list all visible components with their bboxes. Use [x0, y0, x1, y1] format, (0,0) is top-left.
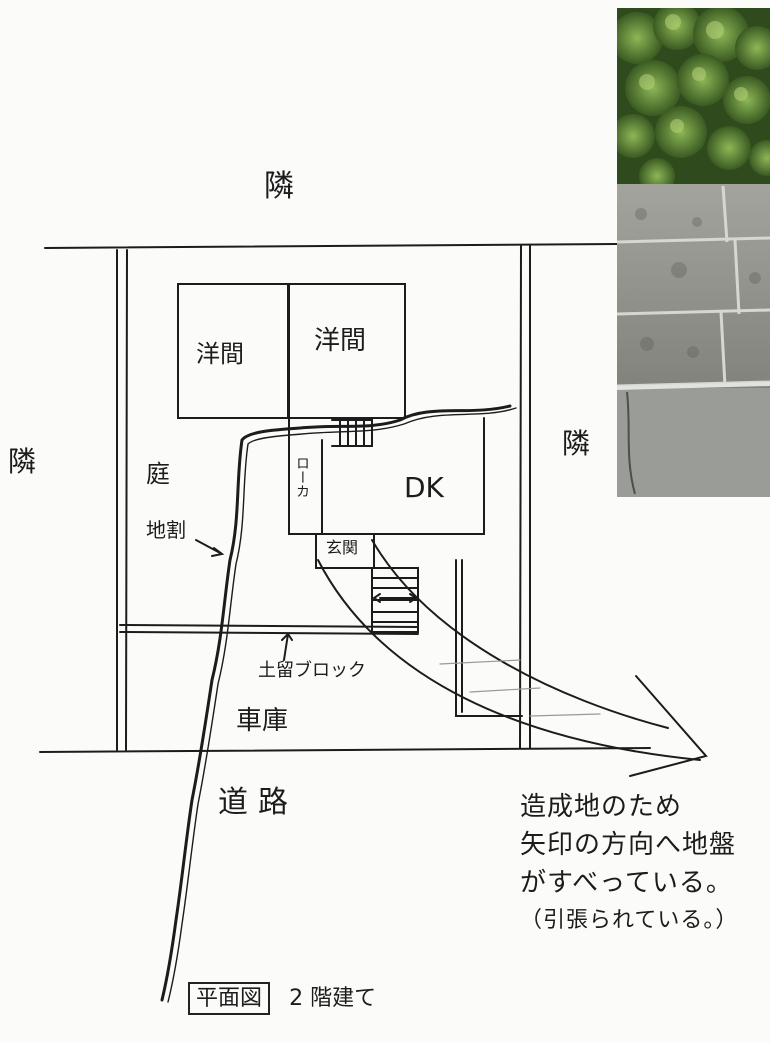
retaining-block-line-1: [119, 624, 419, 628]
retaining-block-line-2: [119, 631, 419, 635]
plan-floors-label: 2 階建て: [289, 986, 377, 1011]
slide-arrowhead: [629, 675, 708, 777]
label-neighbor-top: 隣: [264, 169, 294, 204]
room-western-2: [288, 283, 406, 419]
site-boundary-top: [44, 243, 618, 249]
label-neighbor-right: 隣: [562, 427, 591, 460]
block-wall-photo: [617, 8, 770, 497]
label-room-western-1: 洋間: [196, 340, 244, 368]
room-dk-outline: [288, 417, 485, 535]
label-corridor: ローカ: [294, 456, 310, 498]
label-neighbor-left: 隣: [8, 445, 37, 478]
label-retaining-block: 土留ブロック: [258, 660, 366, 681]
label-dk: DK: [404, 471, 444, 504]
note-line: （引張られている。）: [520, 908, 739, 933]
plan-caption: 平面図 2 階建て: [188, 982, 377, 1015]
site-boundary-left-inner: [125, 249, 128, 751]
entrance-box: [315, 533, 375, 569]
ground-crack: [160, 404, 512, 1002]
site-boundary-right-outer: [519, 245, 522, 749]
retaining-pointer: [281, 632, 293, 661]
hatch-lines: [439, 659, 601, 717]
crack-pointer: [195, 539, 225, 557]
slide-curve-1: [317, 559, 701, 761]
label-road: 道路: [218, 785, 298, 820]
sliding-ground-note: 造成地のため 矢印の方向へ地盤 がすべっている。 （引張られている。）: [520, 788, 738, 940]
block-wall-photo-image: [617, 8, 770, 497]
label-room-western-2: 洋間: [314, 326, 367, 356]
note-line: 造成地のため: [520, 792, 683, 822]
stair-lower: [371, 567, 419, 633]
site-boundary-bottom: [39, 747, 651, 753]
note-line: 矢印の方向へ地盤: [520, 830, 737, 860]
label-garden: 庭: [146, 460, 170, 488]
note-line: がすべっている。: [520, 868, 733, 898]
label-crack: 地割: [146, 518, 186, 542]
stair-upper: [331, 419, 373, 447]
label-garage: 車庫: [236, 706, 289, 736]
label-entrance: 玄関: [326, 538, 359, 557]
plan-title-box: 平面図: [188, 982, 271, 1015]
